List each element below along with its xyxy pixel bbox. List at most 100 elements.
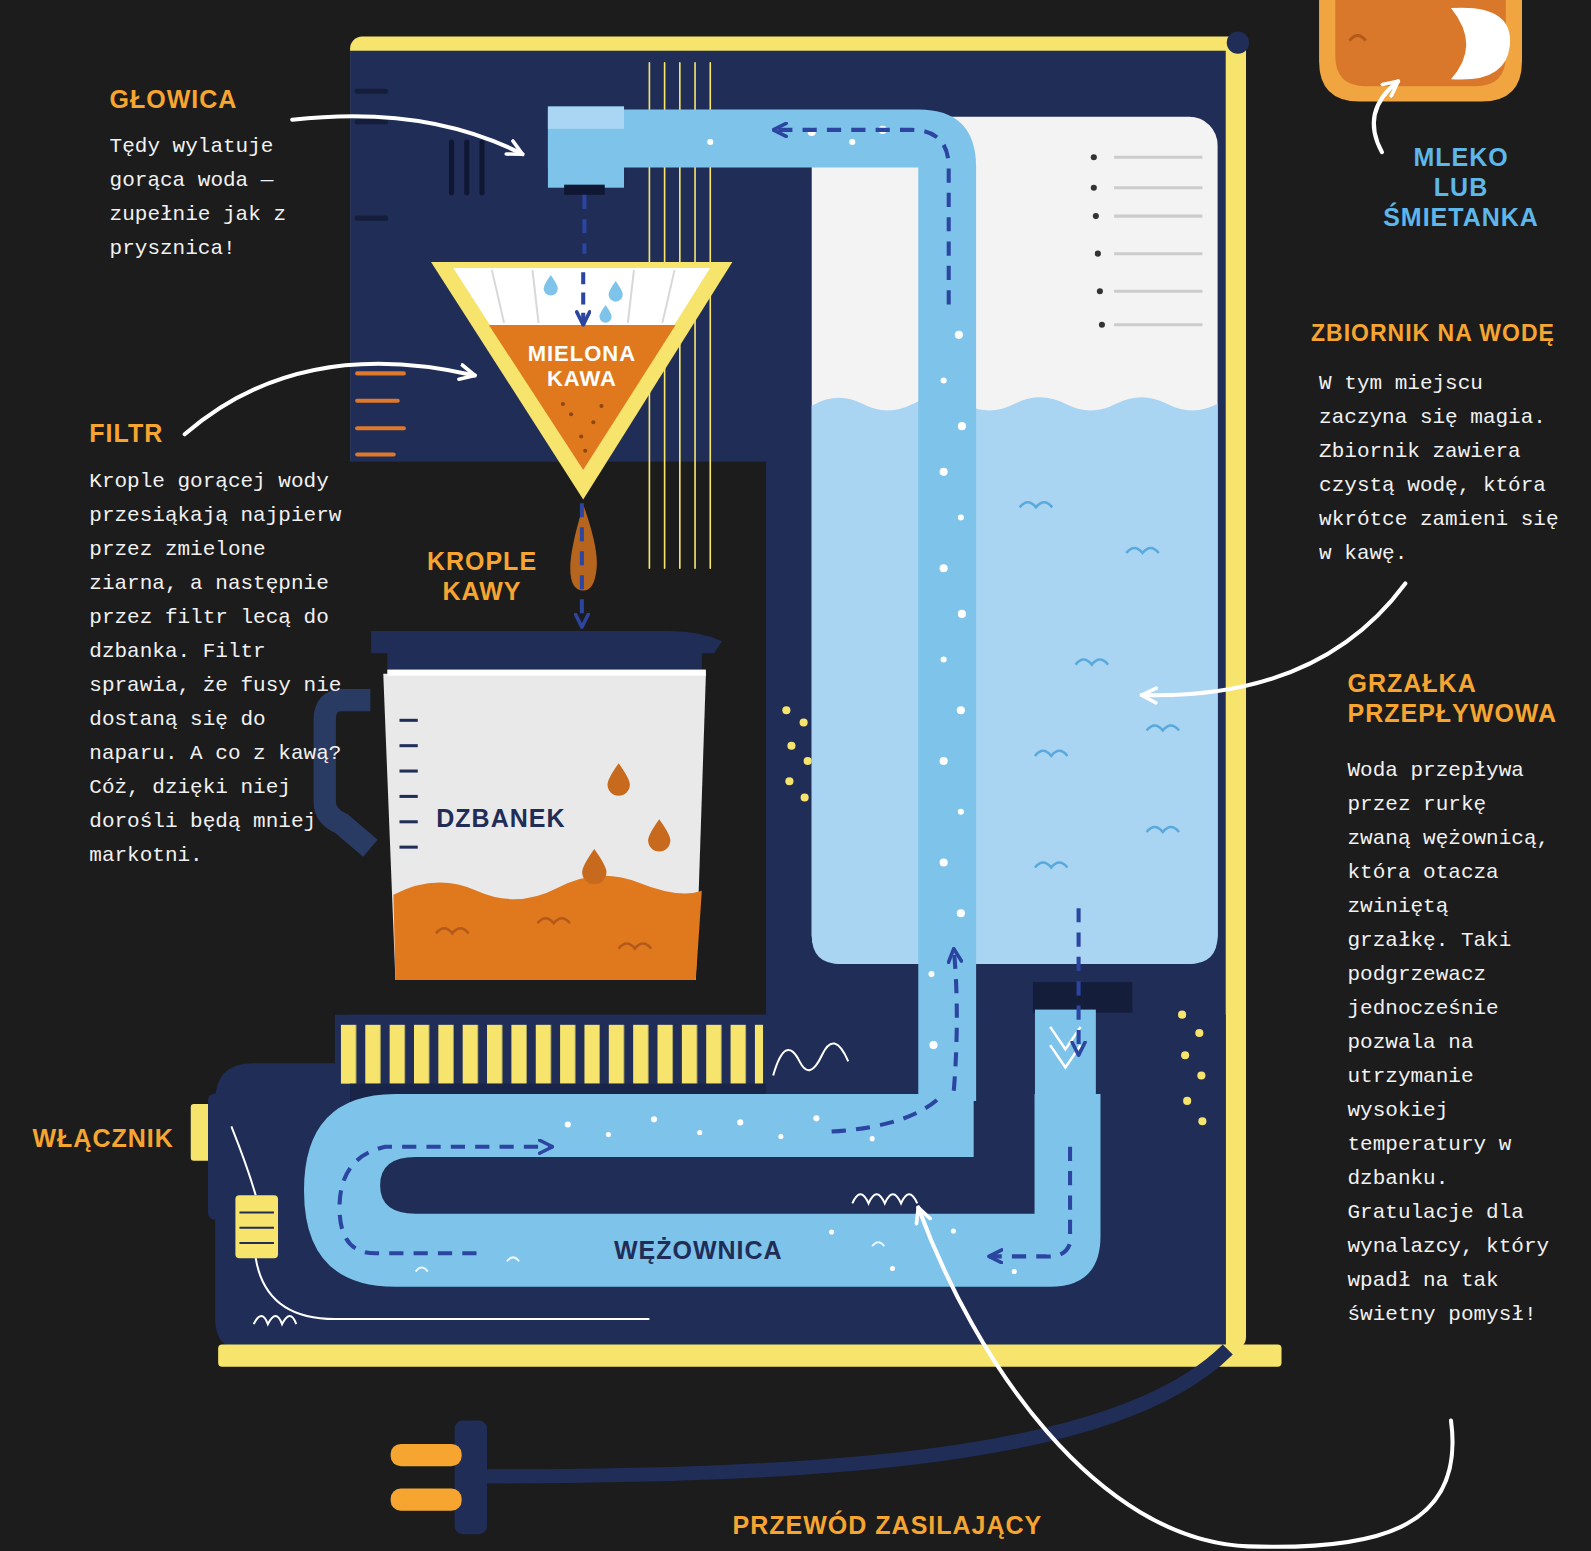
- power-switch-part: [235, 1195, 278, 1258]
- leader-lines: [185, 81, 1453, 1547]
- bubbles-part: [890, 1266, 895, 1271]
- part-label: KROPLE KAWY: [421, 546, 543, 606]
- part-label-box: PRZEWÓD ZASILAJĄCY: [733, 1510, 1043, 1540]
- part-label: WŁĄCZNIK: [33, 1123, 174, 1153]
- jug-scale: [400, 720, 418, 847]
- power-switch-part: [239, 1242, 273, 1244]
- mug-part: [1319, 0, 1522, 101]
- water-pipes-part: [1050, 1045, 1080, 1067]
- water-pipes-part-part: [957, 909, 965, 917]
- water-waves-part: [507, 1257, 519, 1261]
- ground-coffee: [489, 325, 676, 470]
- water-flow-arrows-part: [1077, 908, 1081, 1055]
- water-pipes-part-part: [929, 1041, 937, 1049]
- power-switch: [191, 1094, 278, 1258]
- water-tank-part-part: [1147, 827, 1179, 832]
- water-pipes-part-part: [958, 610, 966, 618]
- coffee-waves-part: [619, 944, 651, 949]
- bubbles-part: [829, 1229, 834, 1234]
- heater-wires-part: [254, 1316, 297, 1324]
- callout-heading-box: GŁOWICA: [110, 84, 238, 114]
- machine-body-part: [218, 1344, 1281, 1366]
- body-decoration-part: [449, 142, 454, 193]
- water-tank-part-part: [1095, 251, 1101, 257]
- body-decoration-part: [357, 426, 404, 430]
- water-pipes-part: [548, 107, 624, 188]
- filter-node: MIELONA KAWA: [431, 262, 732, 499]
- water-tank-part-part: [1093, 213, 1099, 219]
- water-pipes-part-part: [940, 468, 948, 476]
- leader-line: [185, 364, 475, 435]
- water-tank-part: [1091, 154, 1105, 328]
- yellow-dots-part: [804, 757, 812, 765]
- part-label-box: WŁĄCZNIK: [33, 1123, 174, 1153]
- water-pipes-part-part: [940, 858, 948, 866]
- coil-label: WĘŻOWNICA: [614, 1236, 1101, 1265]
- callout-heading-box: ZBIORNIK NA WODĘ: [1311, 318, 1555, 348]
- leader-line: [1142, 583, 1406, 695]
- water-tank-part-part: [1114, 290, 1202, 293]
- drop: [582, 849, 606, 884]
- coffee-waves: [436, 918, 651, 948]
- callout-text-box: Woda przepływa przez rurkę zwaną wężowni…: [1348, 754, 1556, 1332]
- part-label: MLEKO LUB ŚMIETANKA: [1380, 142, 1542, 232]
- water-tank-part-part: [1091, 185, 1097, 191]
- flow-arrows-part: [832, 1094, 944, 1132]
- power-cord-part: [477, 1350, 1228, 1477]
- jug-scale-part: [400, 795, 418, 798]
- water-tank-part-part: [1114, 156, 1202, 159]
- jug-scale-part: [400, 770, 418, 773]
- power-switch-part: [239, 1212, 273, 1214]
- callout-heading: FILTR: [89, 418, 163, 448]
- drop: [600, 305, 612, 323]
- flow-arrow: [581, 272, 585, 325]
- heater-wires-part: [231, 1126, 255, 1195]
- bubbles-part: [738, 1119, 744, 1125]
- coil-tube: [304, 1094, 1101, 1287]
- water-flow-arrows-part: [582, 195, 586, 254]
- yellow-dots: [782, 706, 1206, 1125]
- power-switch-part: [208, 1094, 230, 1220]
- illustration-group: [191, 0, 1522, 1534]
- body-decoration-part: [479, 142, 484, 193]
- jug-scale-part: [400, 846, 418, 849]
- yellow-dots-part: [800, 718, 808, 726]
- water-flow-arrows-part: [773, 130, 949, 305]
- body-decoration-part: [357, 216, 385, 221]
- callout-heading: ZBIORNIK NA WODĘ: [1311, 318, 1555, 348]
- water-pipes-part: [707, 126, 966, 1049]
- leader-line: [292, 116, 522, 154]
- power-cord-part: [391, 1444, 462, 1466]
- filter-label: MIELONA KAWA: [516, 341, 648, 392]
- water-pipes-part-part: [958, 422, 966, 430]
- water-flow-arrows-part: [954, 949, 957, 1091]
- water-tank-part: [812, 117, 1218, 964]
- water-tank-part-part: [1091, 154, 1097, 160]
- drop: [609, 281, 623, 302]
- water-pipes-part-part: [707, 139, 713, 145]
- callout-text: W tym miejscu zaczyna się magia. Zbiorni…: [1319, 367, 1563, 571]
- yellow-dots-part: [1197, 1071, 1205, 1079]
- coffee-grains-part: [592, 420, 596, 424]
- water-tank: [812, 117, 1218, 1013]
- coffee-grains: [561, 402, 604, 453]
- water-pipes-part-part: [928, 971, 934, 977]
- callout-heading: GŁOWICA: [110, 84, 238, 114]
- machine-body-part: [335, 1025, 763, 1084]
- leader-line: [1374, 81, 1398, 152]
- coffee-waves-part: [436, 928, 468, 933]
- water-pipes-part-part: [958, 514, 964, 520]
- callout-heading-box: FILTR: [89, 418, 163, 448]
- machine-body: [215, 31, 1281, 1366]
- heater-wires-part: [852, 1194, 917, 1203]
- water-tank-part-part: [1114, 252, 1202, 255]
- jug-node: DZBANEK: [365, 629, 725, 982]
- drop: [544, 275, 558, 296]
- bubbles-part: [951, 1228, 956, 1233]
- jug-scale-part: [400, 719, 418, 722]
- body-decoration-part: [464, 142, 469, 193]
- mug-part: [1451, 8, 1510, 80]
- callout-heading-box: GRZAŁKA PRZEPŁYWOWA: [1348, 668, 1561, 728]
- water-tank-part-part: [1020, 502, 1052, 507]
- paper-folds-part: [492, 270, 504, 323]
